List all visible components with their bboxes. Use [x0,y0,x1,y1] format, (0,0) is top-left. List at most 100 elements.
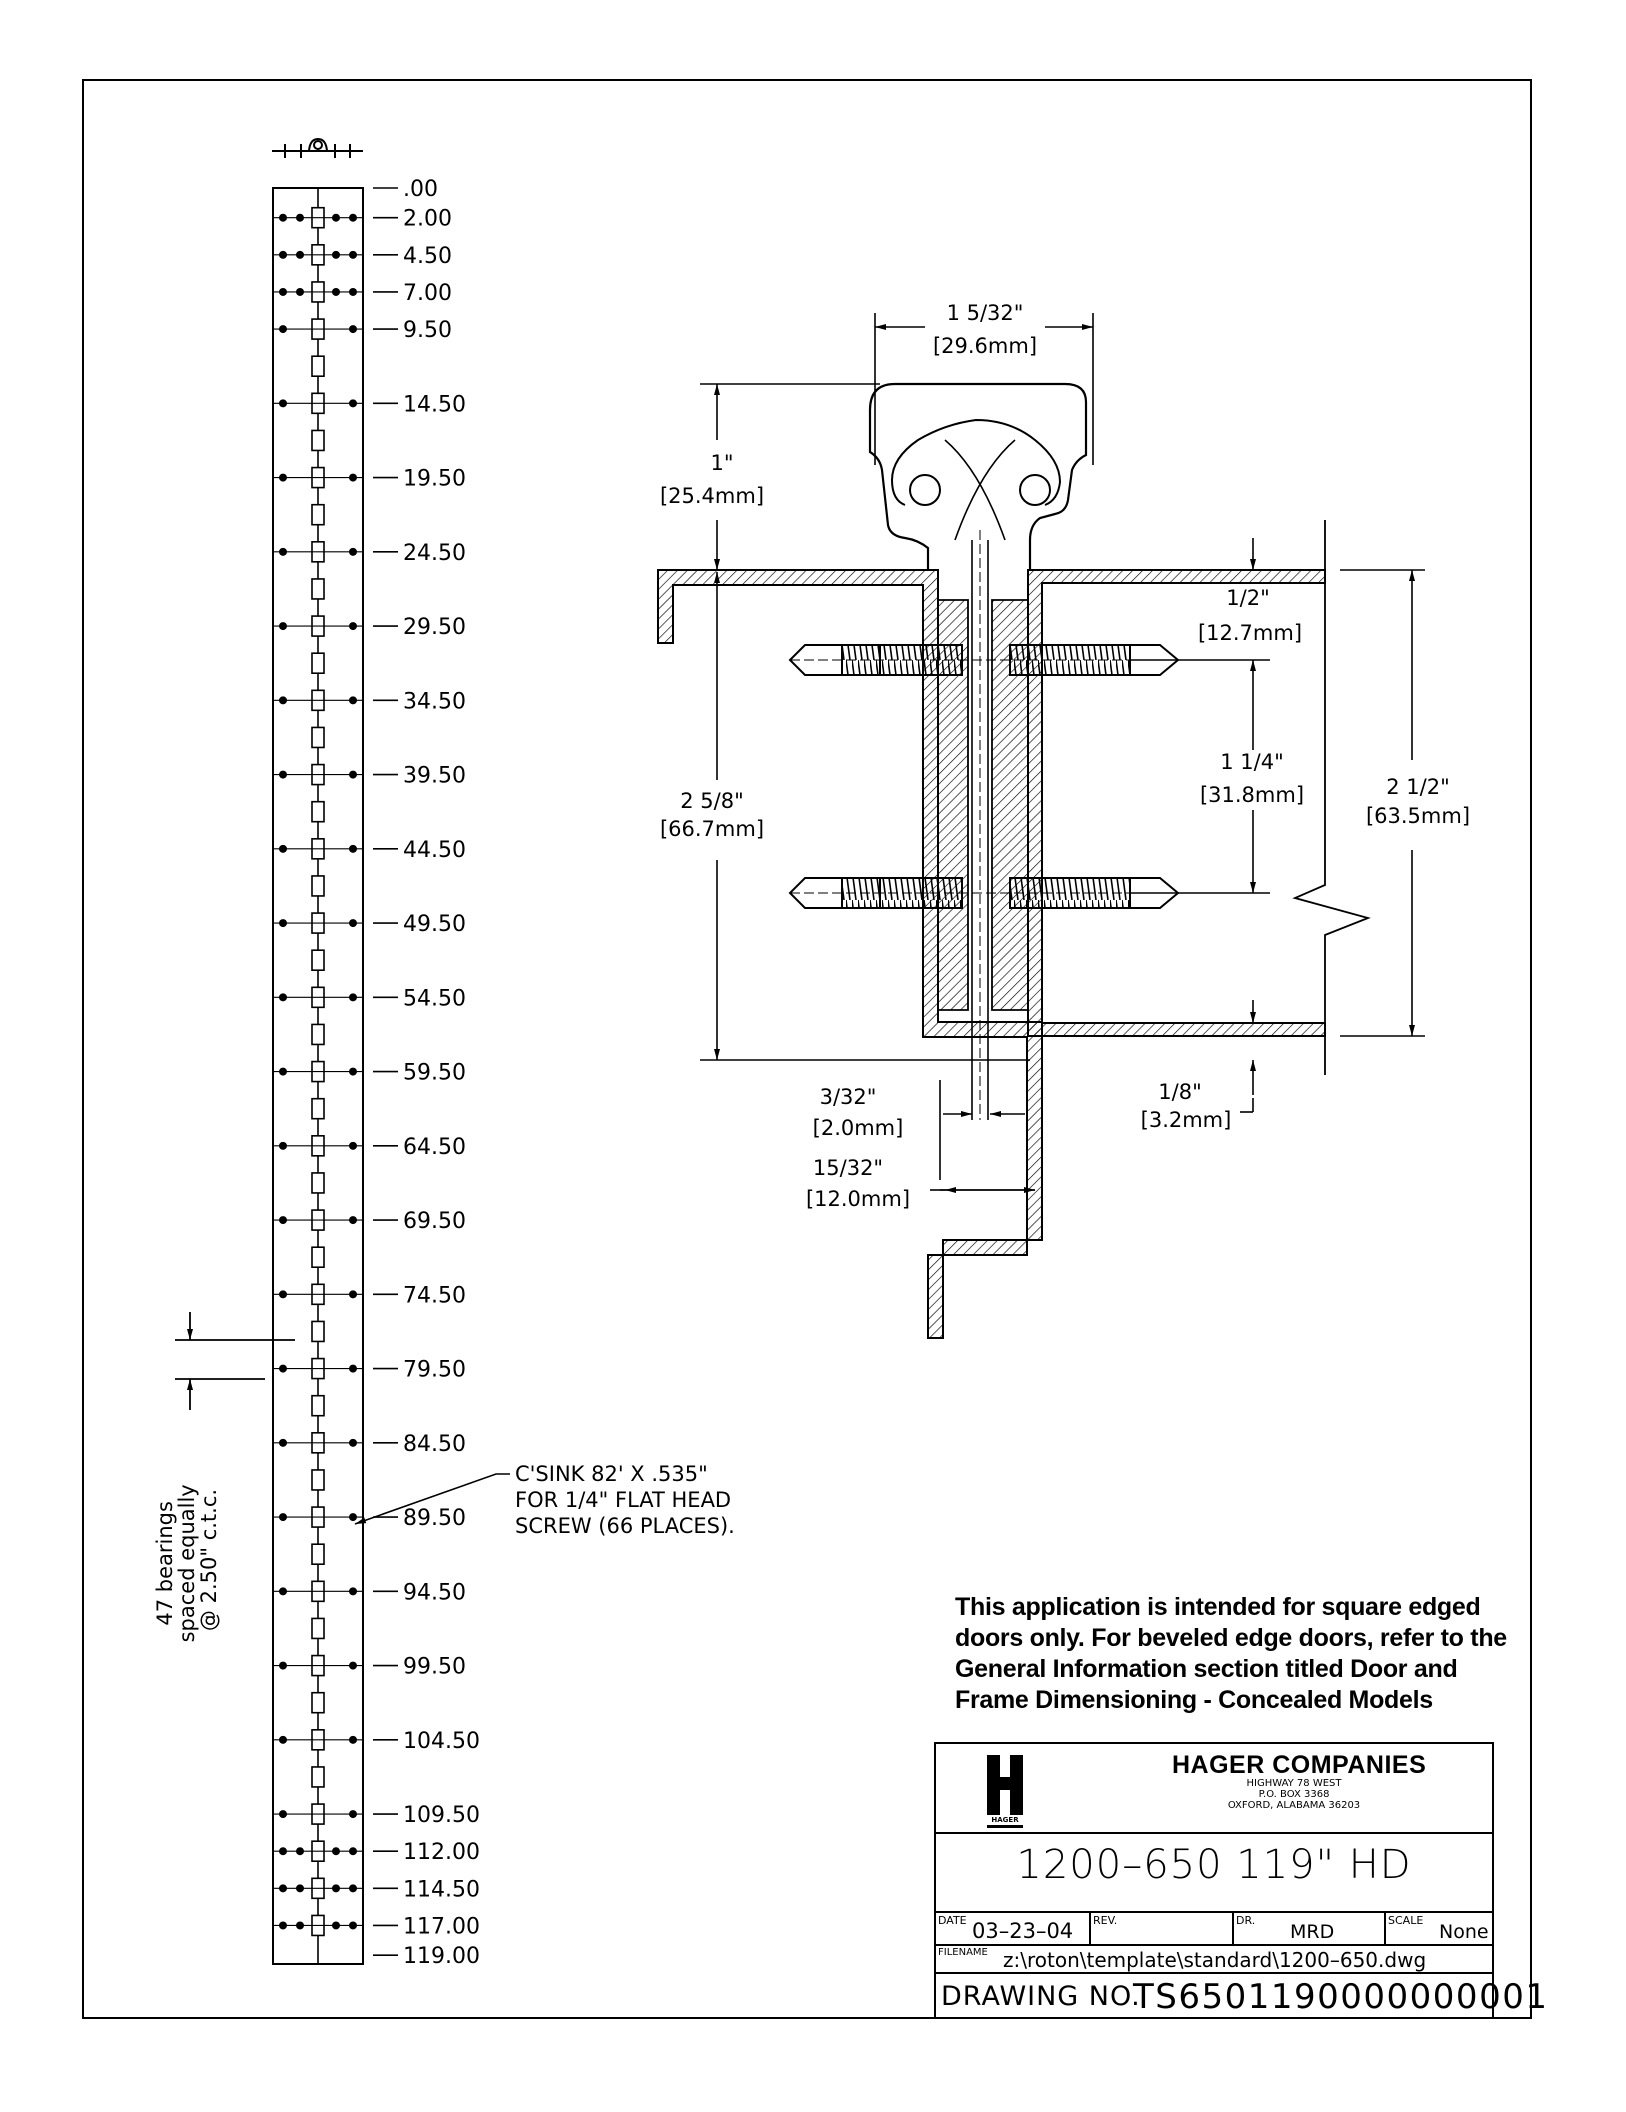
station-label: 94.50 [403,1580,466,1605]
dim-leaf-mm: [66.7mm] [660,817,764,841]
bearing-knuckle [311,949,325,972]
bearing-spacing-note: 47 bearings spaced equally @ 2.50" c.t.c… [153,1478,221,1643]
hinge-knuckle [868,382,1088,570]
bearing-knuckle [311,652,325,675]
station-label: 44.50 [403,838,466,863]
application-note: This application is intended for square … [955,1592,1525,1716]
rev-label: REV. [1093,1914,1118,1927]
hinge-strip-elevation [272,137,364,1965]
station-label: 34.50 [403,689,466,714]
station-label: 24.50 [403,541,466,566]
model-number: 1200–650 119" HD [1016,1842,1412,1888]
station-label: 74.50 [403,1283,466,1308]
bearing-spacing-dimension [175,1312,295,1410]
bearing-knuckle [311,1766,325,1788]
note-line: General Information section titled Door … [955,1655,1458,1683]
scale-label: SCALE [1388,1914,1424,1927]
screw-lower [788,877,1180,909]
date-value: 03–23–04 [972,1919,1074,1943]
station-label: 4.50 [403,244,452,269]
dim-gap-mm: [2.0mm] [813,1116,904,1140]
station-label: 2.00 [403,207,452,232]
drawing-no-value: TS6501190000000001 [1133,1977,1549,2017]
title-block-frame [934,1742,1494,2019]
bearing-knuckle [311,1172,325,1194]
station-label: 104.50 [403,1729,480,1754]
dim-door-mm: [63.5mm] [1366,804,1470,828]
station-label: 39.50 [403,764,466,789]
station-label: 59.50 [403,1061,466,1086]
bearing-knuckle [311,1469,325,1491]
bearing-knuckle [311,429,325,452]
dim-eighth-mm: [3.2mm] [1141,1108,1232,1132]
station-label: 109.50 [403,1803,480,1828]
dim-depth-mm: [12.0mm] [806,1187,910,1211]
dim-knuckle-mm: [25.4mm] [660,484,764,508]
dr-label: DR. [1236,1914,1256,1927]
bearing-knuckle [311,1543,325,1565]
dim-leaf-in: 2 5/8" [680,789,744,813]
station-label: 14.50 [403,392,466,417]
note-line: doors only. For beveled edge doors, refe… [955,1624,1507,1652]
company-name: HAGER COMPANIES [1172,1751,1427,1779]
bearing-knuckle [311,1097,325,1120]
bearing-knuckle [311,578,325,600]
bearing-knuckle [311,800,325,823]
bearing-knuckle [311,1023,325,1046]
station-label: 117.00 [403,1914,480,1939]
door-break-line [1292,520,1371,1075]
station-label: 84.50 [403,1432,466,1457]
filename-label: FILENAME [938,1947,988,1958]
station-label: 9.50 [403,318,452,343]
station-label: 7.00 [403,281,452,306]
countersink-note: C'SINK 82' X .535" FOR 1/4" FLAT HEAD SC… [515,1462,738,1538]
frame-channel [657,569,1043,1339]
dim-screw-in: 1 1/4" [1220,750,1284,774]
dim-width-mm: [29.6mm] [933,334,1037,358]
station-labels: .002.004.507.009.5014.5019.5024.5029.503… [373,177,480,1969]
bearing-knuckle [311,875,325,897]
station-label: 54.50 [403,986,466,1011]
hager-logo: HAGER [987,1755,1023,1828]
dim-half-in: 1/2" [1226,586,1269,610]
screw-upper [788,644,1180,676]
dim-width-in: 1 5/32" [947,301,1024,325]
dr-value: MRD [1290,1921,1335,1943]
company-address-1: HIGHWAY 78 WEST [1246,1778,1342,1789]
end-view-symbol [272,137,363,158]
scale-value: None [1439,1921,1489,1943]
station-label: 79.50 [403,1358,466,1383]
company-address-2: P.O. BOX 3368 [1258,1789,1330,1800]
dim-gap-in: 3/32" [820,1085,877,1109]
hinge-section-view: 1 5/32" [29.6mm] 1" [25.4mm] 2 5/8" [66.… [657,301,1470,1339]
countersink-leader [354,1473,510,1525]
station-label: 19.50 [403,467,466,492]
bearing-knuckle [311,355,325,378]
drawing-no-label: DRAWING NO. [941,1981,1141,2012]
dim-knuckle-in: 1" [710,451,733,475]
bearing-knuckle [311,1691,325,1714]
bearing-knuckle [311,1246,325,1268]
filename-value: z:\roton\template\standard\1200–650.dwg [1003,1948,1427,1972]
dim-eighth-in: 1/8" [1158,1080,1201,1104]
note-line: Frame Dimensioning - Concealed Models [955,1686,1433,1714]
dim-screw-mm: [31.8mm] [1200,783,1304,807]
station-label: 119.00 [403,1944,480,1969]
station-label: .00 [403,177,438,202]
dim-half-mm: [12.7mm] [1198,621,1302,645]
bearing-knuckle [311,726,325,749]
bearing-knuckle [311,1617,325,1640]
bearing-knuckle [311,1394,325,1417]
station-label: 69.50 [403,1209,466,1234]
station-label: 49.50 [403,912,466,937]
dim-door-in: 2 1/2" [1386,775,1450,799]
sheet-border [82,79,1532,2019]
company-address-3: OXFORD, ALABAMA 36203 [1227,1800,1361,1811]
note-line: This application is intended for square … [955,1593,1481,1621]
station-label: 64.50 [403,1135,466,1160]
station-label: 99.50 [403,1655,466,1680]
bearing-knuckle [311,1320,325,1343]
strip-marks [273,206,363,1937]
station-label: 114.50 [403,1877,480,1902]
